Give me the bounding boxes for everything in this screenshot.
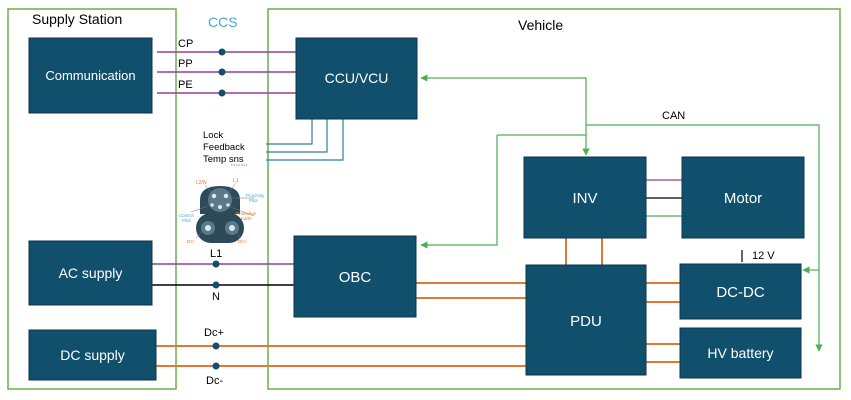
lock-label: Lock xyxy=(203,130,223,141)
ac-supply-label: AC supply xyxy=(59,265,123,281)
vehicle-title: Vehicle xyxy=(518,17,563,33)
motor-label: Motor xyxy=(724,190,762,207)
connector-l1-label: L1 xyxy=(233,178,239,184)
pe-label: PE xyxy=(178,79,193,91)
dc-plus-pin xyxy=(212,342,220,350)
feedback-label: Feedback xyxy=(203,142,245,153)
pdu-label: PDU xyxy=(570,313,602,330)
motor-block: Motor xyxy=(681,156,805,239)
ccs-connector-icon xyxy=(190,182,255,243)
pe-pin xyxy=(218,89,226,97)
supply-station-title: Supply Station xyxy=(32,11,122,27)
inv-block: INV xyxy=(523,156,647,239)
dc-minus-pin xyxy=(212,362,220,370)
hv-battery-label: HV battery xyxy=(707,345,773,361)
dc-dc-block: DC-DC xyxy=(679,263,802,320)
ccu-vcu-block: CCU/VCU xyxy=(295,37,418,120)
cp-label: CP xyxy=(178,38,193,50)
pdu-block: PDU xyxy=(525,264,647,376)
signal-lines xyxy=(157,48,296,97)
dc-supply-block: DC supply xyxy=(28,329,157,381)
connector-pilot-c-label: Pilot xyxy=(182,218,192,223)
obc-label: OBC xyxy=(339,269,372,286)
connector-proximity-label: Proximity xyxy=(246,193,265,198)
ccu-vcu-label: CCU/VCU xyxy=(325,70,389,86)
dc-supply-label: DC supply xyxy=(60,347,125,363)
connector-pilot-p-label: Pilot xyxy=(249,198,259,203)
connector-control-label: Control xyxy=(179,213,194,218)
pp-label: PP xyxy=(178,58,193,70)
connector-protective-label: Protective xyxy=(236,211,257,216)
dc-plus-label: Dc+ xyxy=(204,327,224,339)
communication-block: Communication xyxy=(28,37,153,114)
dc-minus-label: Dc- xyxy=(206,375,223,387)
ccs-title: CCS xyxy=(208,14,238,30)
temp-sns-label: Temp sns xyxy=(203,154,244,165)
communication-label: Communication xyxy=(45,68,135,83)
cp-pin xyxy=(218,48,226,56)
l1-label: L1 xyxy=(210,248,222,260)
connector-dc-minus-label: DC- xyxy=(187,239,195,244)
connector-dc-plus-label: DC+ xyxy=(238,239,247,244)
connector-l2n-label: L2/N xyxy=(196,180,207,186)
twelve-v-label: 12 V xyxy=(752,250,775,262)
n-label: N xyxy=(212,291,220,303)
obc-block: OBC xyxy=(293,235,417,318)
supply-station-region xyxy=(7,8,177,390)
can-bus xyxy=(420,74,823,352)
hv-battery-block: HV battery xyxy=(679,327,802,379)
n-pin xyxy=(212,281,220,289)
ac-supply-block: AC supply xyxy=(28,240,153,306)
can-label: CAN xyxy=(662,110,685,122)
connector-earth-label: Earth xyxy=(241,216,252,221)
inv-label: INV xyxy=(572,190,597,207)
l1-pin xyxy=(212,260,220,268)
vehicle-region xyxy=(267,8,841,390)
pp-pin xyxy=(218,68,226,76)
dc-dc-label: DC-DC xyxy=(716,284,764,301)
sensor-lines xyxy=(266,119,344,161)
